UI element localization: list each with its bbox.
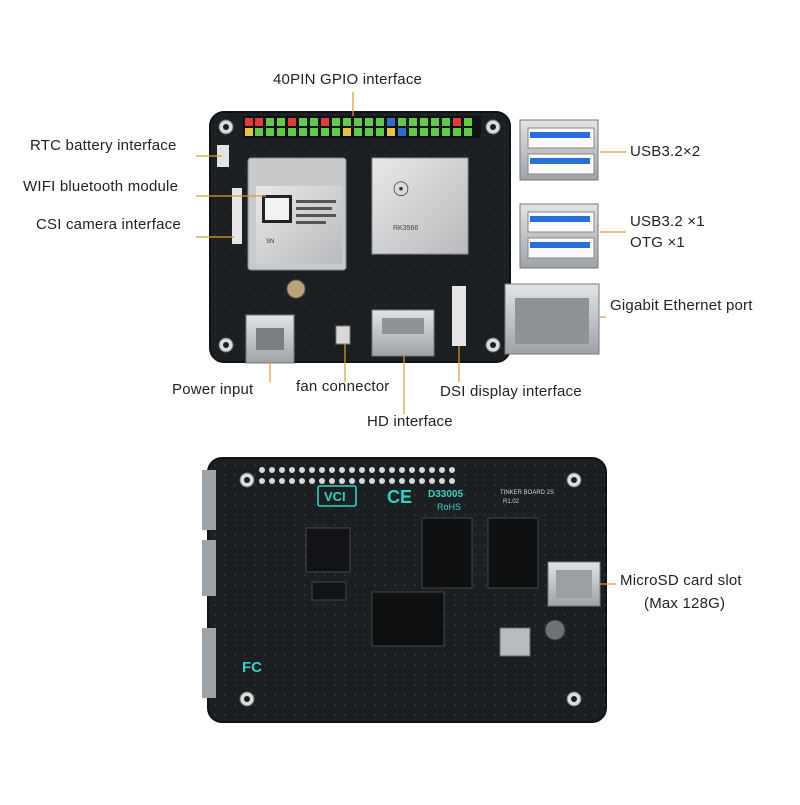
- mounting-holes-bottom: [239, 472, 582, 707]
- cert-code: D33005: [428, 489, 463, 500]
- label-usb32-otg-1: USB3.2 ×1: [630, 213, 705, 230]
- label-usb32-otg-2: OTG ×1: [630, 234, 685, 251]
- leader-lines-top: [196, 92, 626, 414]
- mounting-holes-top: [218, 119, 501, 353]
- wifi-module: SN: [247, 157, 347, 271]
- label-wifi: WIFI bluetooth module: [23, 178, 179, 195]
- side-connector-1: [202, 470, 216, 530]
- label-fan: fan connector: [296, 378, 390, 395]
- label-rtc: RTC battery interface: [30, 137, 177, 154]
- header-holes: [259, 467, 455, 484]
- rohs-mark: RoHS: [437, 502, 461, 512]
- bottom-board: VCI CE D33005 RoHS TINKER BOARD 2S R1.02…: [202, 457, 607, 723]
- fc-mark: FC: [242, 659, 262, 676]
- cert-marks: [317, 485, 357, 507]
- svg-text:☉: ☉: [392, 179, 410, 201]
- soc-chip: ☉ RK3566: [371, 157, 469, 255]
- label-usb32x2: USB3.2×2: [630, 143, 701, 160]
- board-name: TINKER BOARD 2S: [500, 490, 554, 496]
- vci-mark: VCI: [324, 489, 346, 504]
- power-connector: [245, 314, 295, 364]
- label-gpio: 40PIN GPIO interface: [273, 71, 423, 88]
- usb-port-top: [519, 119, 599, 181]
- m2-screw: [286, 279, 306, 299]
- side-connector-2: [202, 540, 216, 596]
- label-csi: CSI camera interface: [36, 216, 181, 233]
- label-microsd-1: MicroSD card slot: [620, 572, 742, 589]
- label-dsi: DSI display interface: [440, 383, 582, 400]
- microsd-slot: [547, 561, 601, 607]
- inductors: [499, 619, 566, 657]
- svg-text:RK3566: RK3566: [393, 225, 418, 232]
- svg-text:SN: SN: [266, 239, 274, 245]
- usb-otg-port: [519, 203, 599, 269]
- label-hd: HD interface: [367, 413, 453, 430]
- side-connector-3: [202, 628, 216, 698]
- ethernet-port: [504, 283, 600, 355]
- dsi-connector: [452, 286, 466, 346]
- gpio-header: [243, 116, 481, 138]
- board-rev: R1.02: [503, 499, 520, 505]
- top-board: SN ☉ RK3566: [209, 111, 600, 364]
- rtc-connector: [217, 145, 229, 167]
- csi-connector: [232, 188, 242, 244]
- hd-port: [371, 309, 435, 357]
- fan-connector: [335, 325, 351, 345]
- memory-chips: [305, 517, 539, 647]
- label-power: Power input: [172, 381, 254, 398]
- ce-mark: CE: [387, 487, 412, 507]
- label-microsd-2: (Max 128G): [644, 595, 726, 612]
- label-ethernet: Gigabit Ethernet port: [610, 297, 753, 314]
